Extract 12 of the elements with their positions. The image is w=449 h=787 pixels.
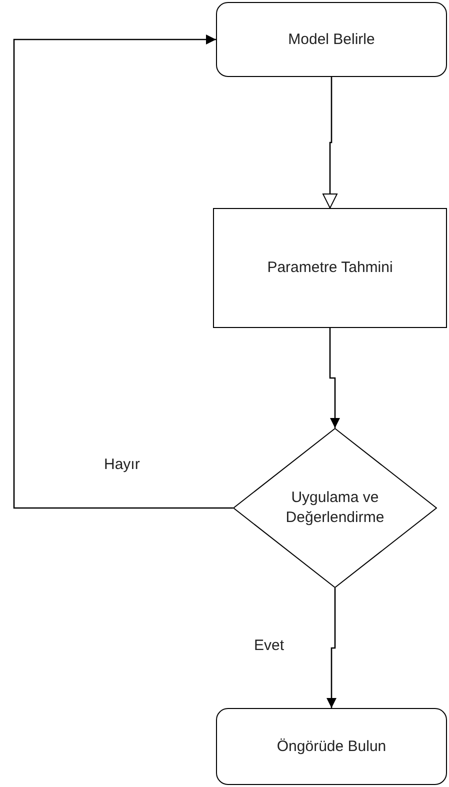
arrow [13,34,233,509]
process-box [216,708,447,785]
arrow [329,328,340,428]
process-box [216,2,447,77]
node-label: Parametre Tahmini [267,258,393,278]
node-label: Öngörüde Bulun [276,736,386,756]
arrow [322,77,338,208]
node-label: Model Belirle [288,30,375,50]
node-label: Uygulama ve Değerlendirme [284,488,386,528]
decision-diamond [233,428,437,588]
arrow [326,588,336,708]
process-box [213,208,447,328]
